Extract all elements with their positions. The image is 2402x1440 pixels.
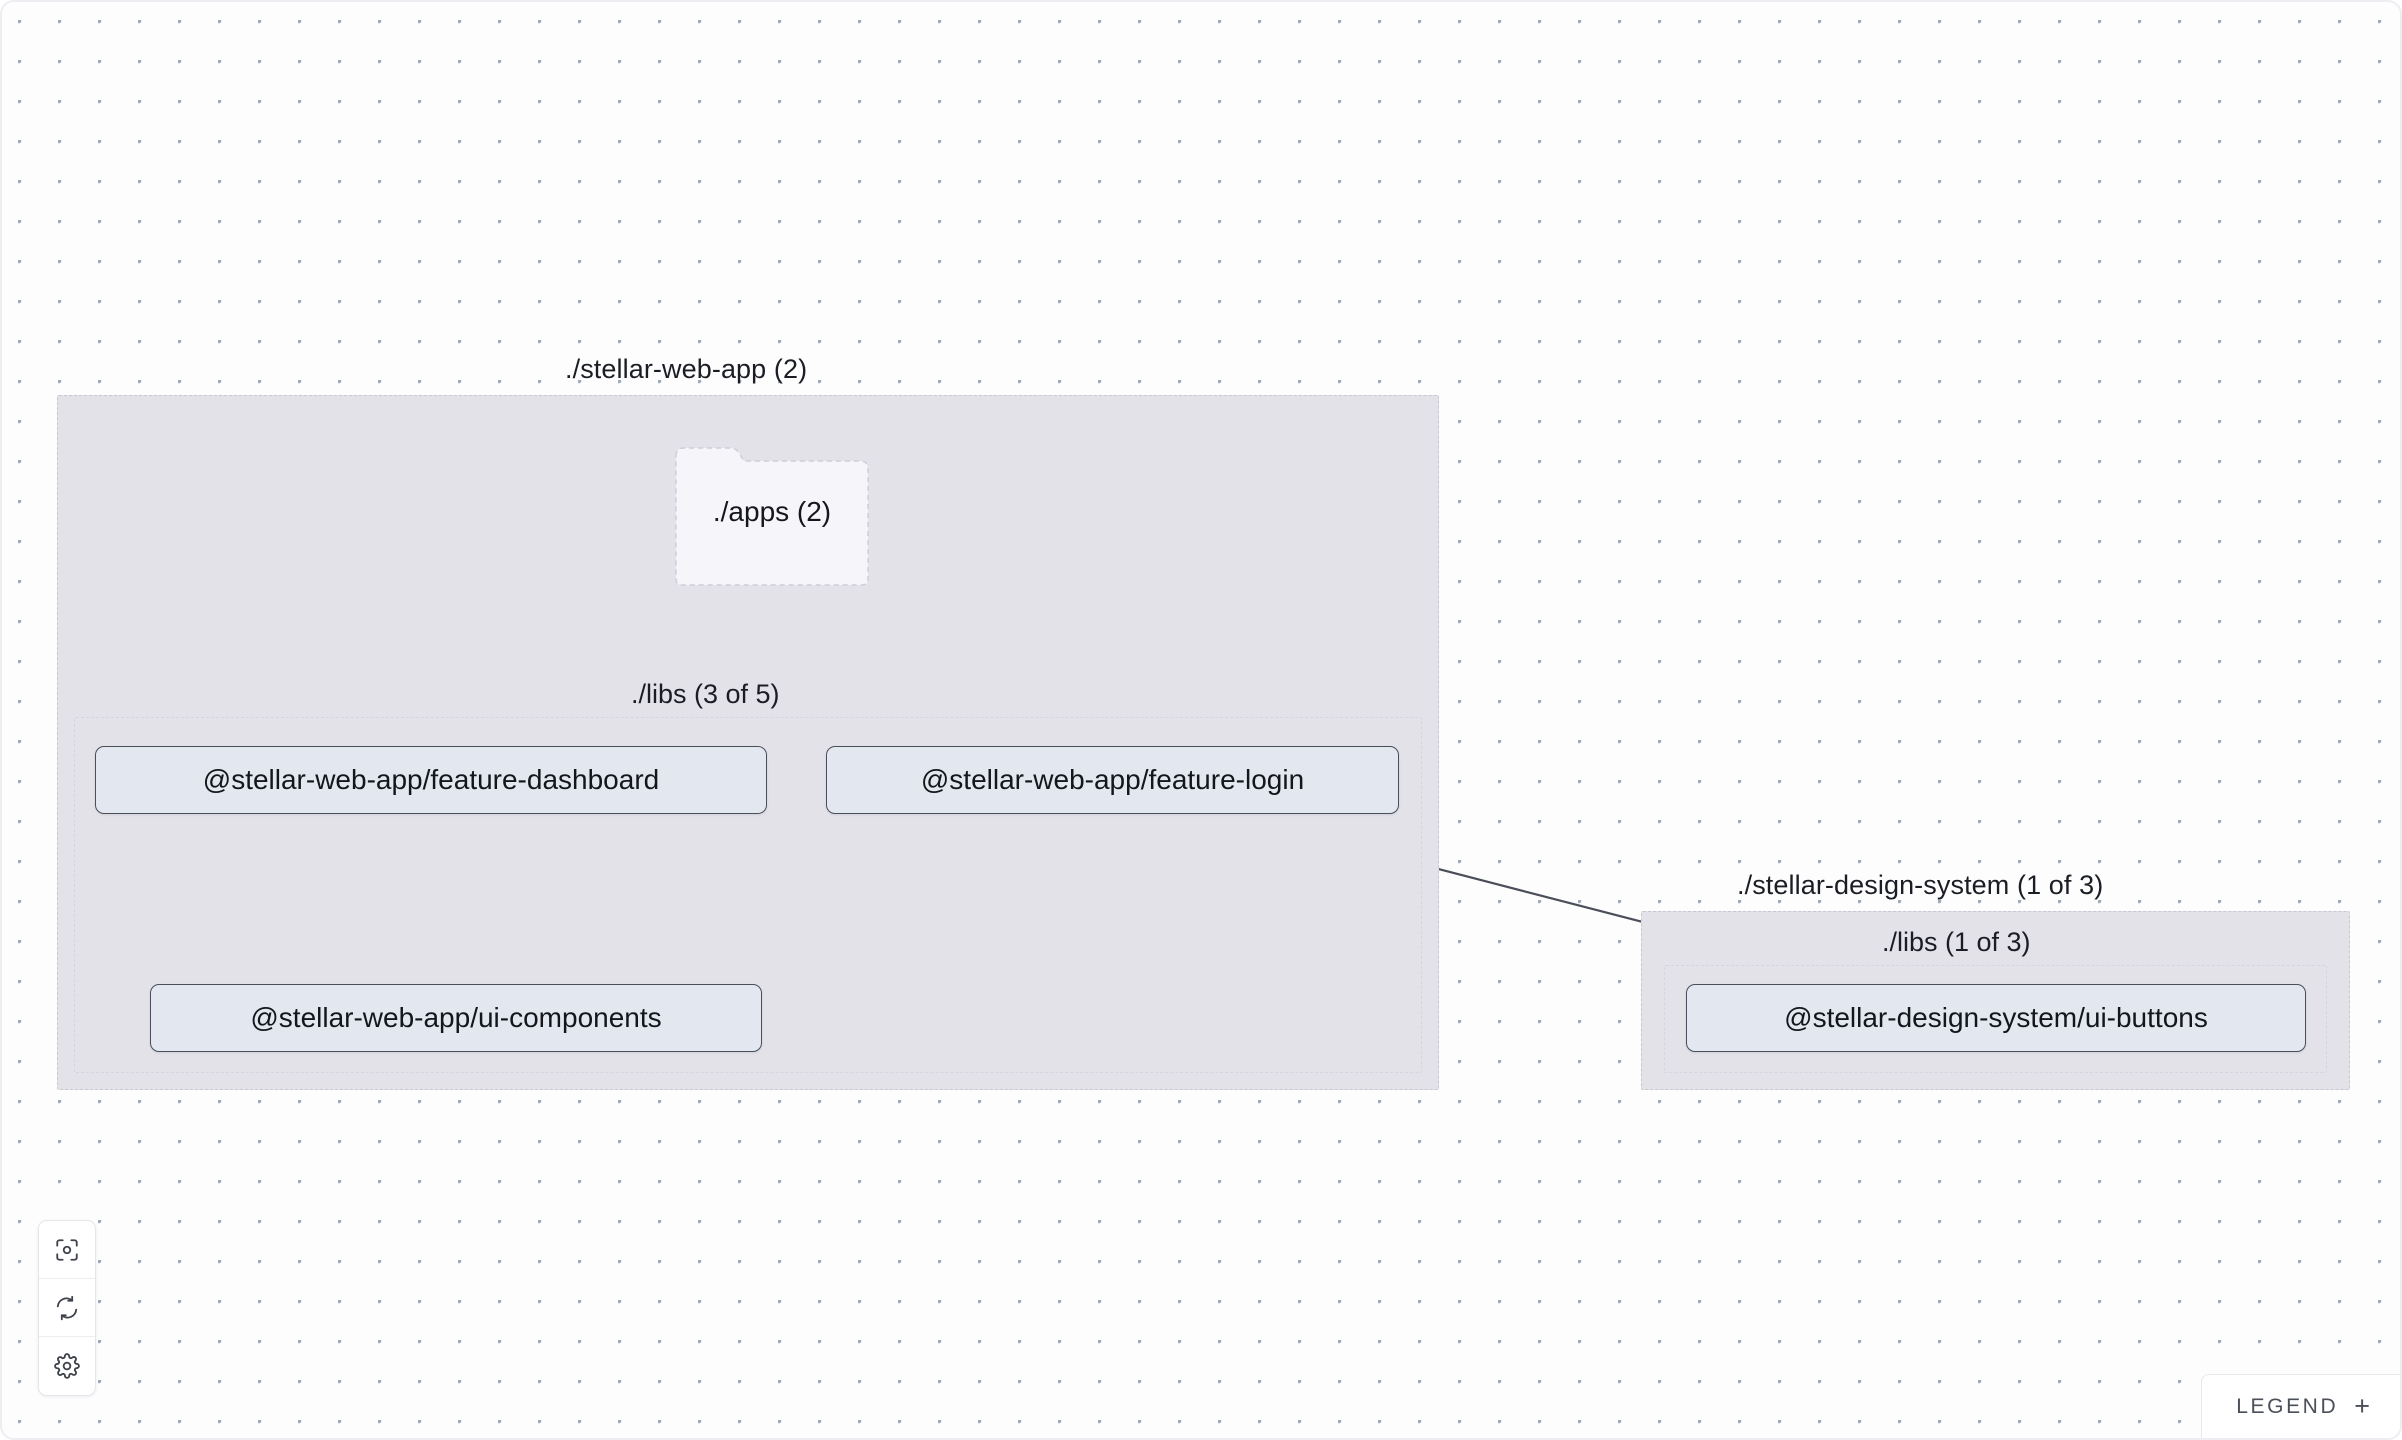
settings-button[interactable] xyxy=(39,1337,95,1395)
focus-target-icon xyxy=(54,1237,80,1263)
gear-icon xyxy=(54,1353,80,1379)
legend-toggle-panel[interactable]: LEGEND + xyxy=(2201,1374,2400,1438)
lib-node-feature-dashboard[interactable]: @stellar-web-app/feature-dashboard xyxy=(95,746,767,814)
project-label-stellar-design-system: ./stellar-design-system (1 of 3) xyxy=(1737,870,2104,900)
graph-toolbar[interactable] xyxy=(38,1220,96,1396)
focus-graph-button[interactable] xyxy=(39,1221,95,1279)
lib-node-ui-components[interactable]: @stellar-web-app/ui-components xyxy=(150,984,762,1052)
dir-container-design-system-libs[interactable] xyxy=(1664,965,2327,1073)
folder-icon xyxy=(675,447,869,586)
legend-expand-icon: + xyxy=(2354,1391,2370,1421)
project-label-stellar-web-app: ./stellar-web-app (2) xyxy=(565,354,808,384)
lib-node-ui-components-label: @stellar-web-app/ui-components xyxy=(250,1002,662,1033)
lib-node-feature-login-label: @stellar-web-app/feature-login xyxy=(920,764,1305,795)
lib-node-feature-dashboard-label: @stellar-web-app/feature-dashboard xyxy=(202,764,660,795)
refresh-graph-button[interactable] xyxy=(39,1279,95,1337)
dir-label-design-system-libs: ./libs (1 of 3) xyxy=(1882,927,2031,957)
legend-label: LEGEND xyxy=(2236,1395,2339,1418)
refresh-icon xyxy=(54,1295,80,1321)
folder-node-apps[interactable]: ./apps (2) xyxy=(672,436,872,587)
lib-node-feature-login[interactable]: @stellar-web-app/feature-login xyxy=(826,746,1399,814)
dir-label-libs: ./libs (3 of 5) xyxy=(631,679,780,709)
lib-node-ui-buttons-label: @stellar-design-system/ui-buttons xyxy=(1784,1002,2208,1033)
lib-node-ui-buttons[interactable]: @stellar-design-system/ui-buttons xyxy=(1686,984,2306,1052)
dir-container-libs[interactable] xyxy=(74,717,1422,1073)
